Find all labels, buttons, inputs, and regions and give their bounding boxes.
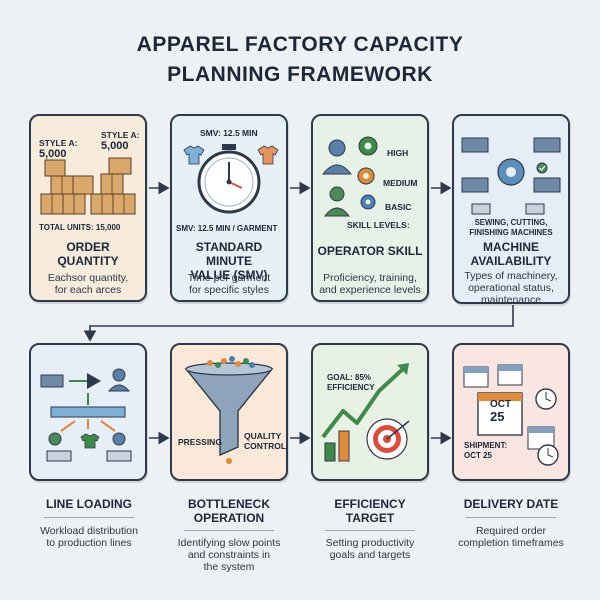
style-a-left-qty: 5,000 bbox=[39, 148, 67, 160]
card-description: Proficiency, training, and experience le… bbox=[317, 272, 423, 296]
label-line-2: AVAILABILITY bbox=[470, 254, 552, 268]
skill-medium: MEDIUM bbox=[383, 178, 418, 188]
quality-line-1: QUALITY bbox=[244, 431, 282, 441]
label-line-2: TARGET bbox=[345, 511, 395, 525]
card-label: STANDARD MINUTE VALUE (SMV) bbox=[176, 240, 282, 282]
goal-line-2: EFFICIENCY bbox=[327, 383, 375, 392]
total-units: TOTAL UNITS: 15,000 bbox=[39, 223, 121, 232]
card-description: Eachsor quantity, for each arces bbox=[35, 272, 141, 296]
quality-control-label: QUALITY CONTROL bbox=[244, 431, 286, 451]
bottleneck-description: Identifying slow points and constraints … bbox=[164, 537, 294, 573]
card-machine-availability: SEWING, CUTTING, FINISHING MACHINES MACH… bbox=[452, 114, 570, 304]
line-loading-label: LINE LOADING bbox=[46, 497, 132, 511]
desc-line-2: and experience levels bbox=[319, 284, 421, 296]
efficiency-description: Setting productivity goals and targets bbox=[305, 537, 435, 561]
label-line-1: EFFICIENCY bbox=[334, 497, 406, 511]
label-line-2: OPERATION bbox=[193, 511, 265, 525]
desc-line-1: Eachsor quantity, bbox=[47, 272, 129, 284]
operator-gears-icon bbox=[321, 136, 378, 217]
desc-line-2: to production lines bbox=[46, 537, 132, 549]
machines-caption: SEWING, CUTTING, FINISHING MACHINES bbox=[458, 218, 564, 238]
label-line-1: ORDER bbox=[66, 240, 110, 254]
delivery-label: DELIVERY DATE bbox=[463, 497, 559, 511]
shipment-label: SHIPMENT: OCT 25 bbox=[464, 441, 507, 461]
calendar-day: 25 bbox=[490, 409, 505, 424]
desc-line-1: Time per garment bbox=[187, 272, 271, 284]
label-line-1: MACHINE bbox=[483, 240, 539, 254]
desc-line-1: Types of machinery, bbox=[464, 270, 558, 282]
desc-line-1: Proficiency, training, bbox=[323, 272, 417, 284]
smv-bottom-text: SMV: 12.5 MIN / GARMENT bbox=[176, 224, 278, 233]
shipment-line-1: SHIPMENT: bbox=[464, 441, 508, 450]
quality-line-2: CONTROL bbox=[244, 441, 287, 451]
card-delivery-date: OCT 25 SHIPMENT: OCT 25 bbox=[452, 343, 570, 481]
style-a-right-label: STYLE A: bbox=[101, 130, 140, 140]
style-a-right-qty: 5,000 bbox=[101, 140, 129, 152]
delivery-description: Required order completion timeframes bbox=[446, 525, 576, 549]
card-bottleneck: PRESSING QUALITY CONTROL bbox=[170, 343, 288, 481]
pressing-label: PRESSING bbox=[178, 437, 222, 447]
card-efficiency-target: GOAL: 85% EFFICIENCY bbox=[311, 343, 429, 481]
card-operator-skill: HIGH MEDIUM BASIC SKILL LEVELS: OPERATOR… bbox=[311, 114, 429, 302]
card-line-loading bbox=[29, 343, 147, 481]
label-line-1: STANDARD MINUTE bbox=[195, 240, 263, 268]
card-label: ORDER QUANTITY bbox=[35, 240, 141, 268]
desc-line-1: Workload distribution bbox=[40, 525, 138, 537]
card-label: MACHINE AVAILABILITY bbox=[458, 240, 564, 268]
sewing-machine-icon bbox=[461, 137, 561, 215]
label-line-2: QUANTITY bbox=[57, 254, 119, 268]
desc-line-1: Required order bbox=[475, 525, 547, 537]
skill-levels-caption: SKILL LEVELS: bbox=[347, 220, 410, 230]
desc-line-2: completion timeframes bbox=[458, 537, 564, 549]
divider bbox=[44, 517, 134, 518]
growth-chart-icon bbox=[321, 363, 410, 462]
smv-top-text: SMV: 12.5 MIN bbox=[200, 128, 258, 138]
card-description: Types of machinery, operational status, … bbox=[458, 270, 564, 304]
style-a-left-label: STYLE A: bbox=[39, 138, 78, 148]
stopwatch-icon bbox=[183, 144, 279, 214]
goal-line-1: GOAL: 85% bbox=[327, 373, 372, 382]
card-order-quantity: STYLE A: 5,000 STYLE A: 5,000 TOTAL UNIT… bbox=[29, 114, 147, 302]
desc-line-3: maintenance bbox=[480, 294, 542, 304]
efficiency-label: EFFICIENCY TARGET bbox=[305, 497, 435, 525]
divider bbox=[184, 530, 274, 531]
card-description: Time per garment for specific styles bbox=[176, 272, 282, 296]
shipment-line-2: OCT 25 bbox=[464, 451, 493, 460]
caption-line-2: FINISHING MACHINES bbox=[469, 228, 553, 237]
page-title: APPAREL FACTORY CAPACITY PLANNING FRAMEW… bbox=[0, 30, 600, 90]
title-line-2: PLANNING FRAMEWORK bbox=[167, 63, 433, 86]
line-loading-icon bbox=[40, 368, 132, 462]
desc-line-3: the system bbox=[203, 561, 255, 573]
desc-line-2: and constraints in bbox=[187, 549, 271, 561]
divider bbox=[466, 517, 556, 518]
calendar-month: OCT bbox=[490, 399, 512, 410]
desc-line-1: Setting productivity bbox=[325, 537, 415, 549]
divider bbox=[325, 530, 415, 531]
bottleneck-label: BOTTLENECK OPERATION bbox=[164, 497, 294, 525]
caption-line-1: SEWING, CUTTING, bbox=[474, 218, 548, 227]
arrow-4-5 bbox=[83, 305, 514, 342]
line-loading-description: Workload distribution to production line… bbox=[24, 525, 154, 549]
skill-high: HIGH bbox=[387, 148, 409, 158]
desc-line-2: goals and targets bbox=[329, 549, 411, 561]
title-line-1: APPAREL FACTORY CAPACITY bbox=[136, 33, 464, 56]
desc-line-2: for specific styles bbox=[189, 284, 269, 296]
goal-label: GOAL: 85% EFFICIENCY bbox=[327, 373, 375, 393]
calendar-clock-icon bbox=[463, 364, 559, 466]
label-line-1: BOTTLENECK bbox=[188, 497, 270, 511]
desc-line-2: operational status, bbox=[468, 282, 554, 294]
funnel-icon bbox=[184, 356, 274, 464]
skill-basic: BASIC bbox=[385, 202, 412, 212]
card-smv: SMV: 12.5 MIN SMV: 12.5 MIN / GARMENT ST… bbox=[170, 114, 288, 302]
desc-line-1: Identifying slow points bbox=[177, 537, 281, 549]
boxes-icon bbox=[40, 157, 136, 215]
card-label: OPERATOR SKILL bbox=[317, 244, 423, 258]
desc-line-2: for each arces bbox=[54, 284, 122, 296]
label-line-2: VALUE (SMV) bbox=[190, 268, 268, 282]
